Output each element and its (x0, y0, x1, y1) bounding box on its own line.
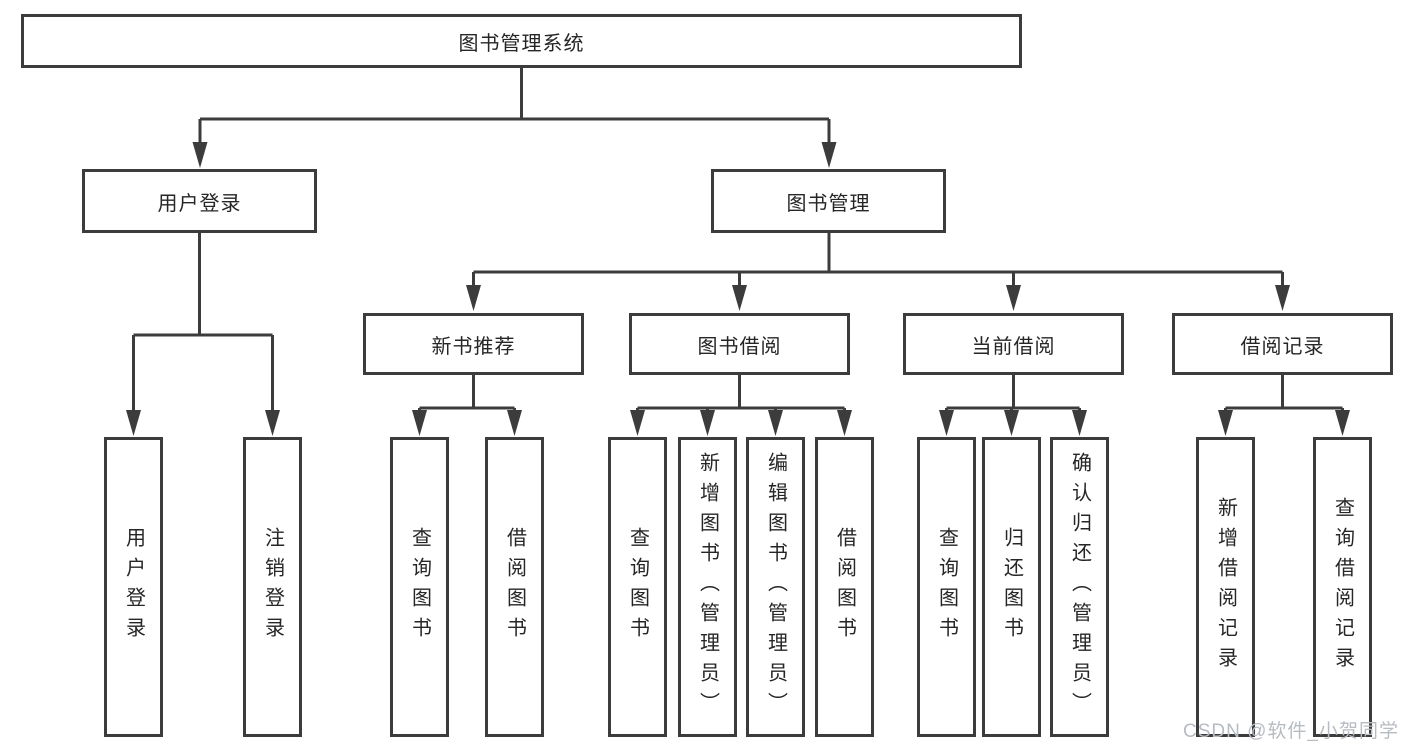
arrowhead-icons (126, 142, 1350, 436)
leaf-user-login: 用户登录 (104, 437, 163, 737)
leaf-logout: 注销登录 (243, 437, 302, 737)
node-label: 编辑图书（管理员） (764, 452, 787, 722)
node-label: 图书借阅 (697, 335, 782, 358)
node-root-library-system: 图书管理系统 (21, 14, 1022, 68)
node-book-management: 图书管理 (711, 169, 946, 233)
leaf-add-borrow-record: 新增借阅记录 (1196, 437, 1255, 737)
leaf-confirm-return-admin: 确认归还（管理员） (1050, 437, 1109, 737)
node-user-login: 用户登录 (82, 169, 317, 233)
node-label: 借阅图书 (833, 527, 856, 647)
leaf-query-borrow-record: 查询借阅记录 (1313, 437, 1372, 737)
node-label: 查询借阅记录 (1331, 497, 1354, 677)
node-label: 借阅记录 (1240, 335, 1325, 358)
leaf-add-books-admin: 新增图书（管理员） (678, 437, 737, 737)
leaf-return-books: 归还图书 (982, 437, 1041, 737)
node-label: 确认归还（管理员） (1068, 452, 1091, 722)
csdn-watermark: CSDN @软件_小贺同学 (1183, 721, 1399, 742)
leaf-query-books-2: 查询图书 (608, 437, 667, 737)
node-label: 图书管理 (786, 192, 871, 215)
node-label: 新增图书（管理员） (696, 452, 719, 722)
node-label: 用户登录 (122, 527, 145, 647)
node-label: 归还图书 (1000, 527, 1023, 647)
node-borrow-records: 借阅记录 (1172, 313, 1393, 375)
node-label: 查询图书 (626, 527, 649, 647)
node-label: 新书推荐 (431, 335, 516, 358)
node-label: 注销登录 (261, 527, 284, 647)
node-label: 用户登录 (157, 192, 242, 215)
node-book-borrow: 图书借阅 (629, 313, 850, 375)
leaf-borrow-books-2: 借阅图书 (815, 437, 874, 737)
node-label: 查询图书 (935, 527, 958, 647)
node-label: 新增借阅记录 (1214, 497, 1237, 677)
node-label: 当前借阅 (971, 335, 1056, 358)
node-label: 借阅图书 (503, 527, 526, 647)
leaf-edit-books-admin: 编辑图书（管理员） (746, 437, 805, 737)
leaf-borrow-books-1: 借阅图书 (485, 437, 544, 737)
leaf-query-books-3: 查询图书 (917, 437, 976, 737)
node-new-book-recommend: 新书推荐 (363, 313, 584, 375)
node-label: 图书管理系统 (458, 32, 585, 55)
node-current-borrow: 当前借阅 (903, 313, 1124, 375)
leaf-query-books-1: 查询图书 (390, 437, 449, 737)
node-label: 查询图书 (408, 527, 431, 647)
